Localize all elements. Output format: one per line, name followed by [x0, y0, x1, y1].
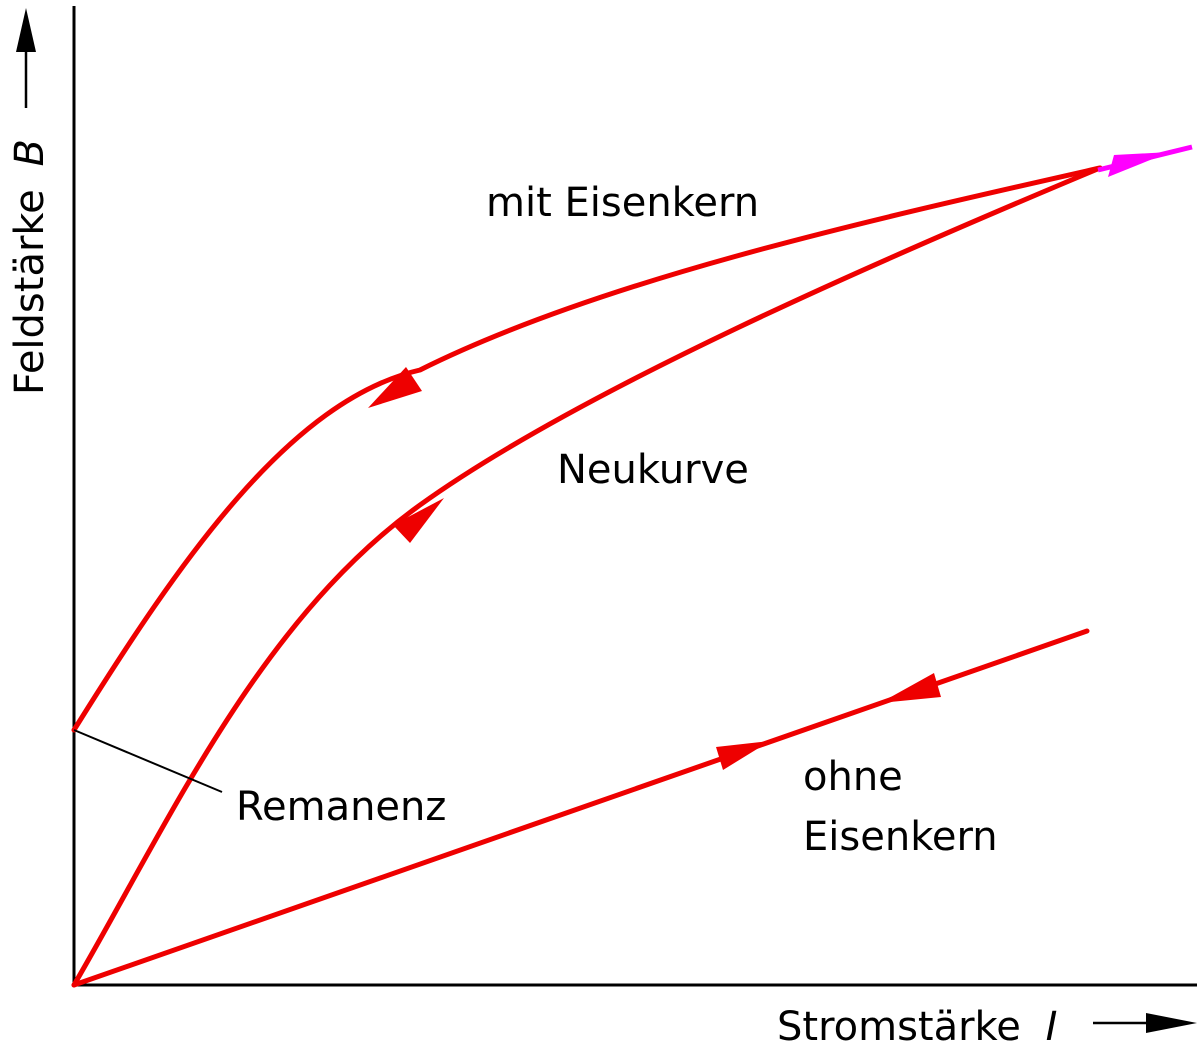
label-virgin-curve: Neukurve — [557, 447, 749, 493]
direction-arrows — [368, 367, 941, 770]
axes — [72, 6, 1197, 987]
magenta-arrowhead — [1108, 152, 1170, 177]
x-axis-variable: I — [1046, 1004, 1058, 1050]
x-axis-arrow-head — [1146, 1013, 1197, 1033]
label-remanence: Remanenz — [236, 784, 446, 830]
curves — [71, 165, 1103, 988]
demagnetization-curve — [71, 165, 1103, 733]
label-without-core-line2: Eisenkern — [803, 814, 998, 860]
label-without-core-line1: ohne — [803, 754, 903, 800]
x-axis-title: Stromstärke — [777, 1004, 1021, 1050]
arrow-line-up — [716, 741, 770, 770]
y-axis-variable: B — [7, 139, 53, 166]
y-axis-title: Feldstärke — [7, 189, 53, 395]
virgin-curve — [71, 165, 1103, 988]
svg-text:Feldstärke B: Feldstärke B — [7, 139, 53, 395]
saturation-extension — [1097, 144, 1193, 177]
y-axis-label: Feldstärke B — [7, 8, 53, 395]
arrow-line-down — [880, 673, 941, 703]
remanence-pointer — [73, 729, 223, 793]
arrow-demag-curve — [368, 367, 422, 408]
label-with-core: mit Eisenkern — [486, 180, 759, 226]
svg-text:Stromstärke I: Stromstärke I — [777, 1004, 1057, 1050]
y-axis-arrow-head — [16, 8, 36, 52]
arrow-virgin-curve — [393, 498, 444, 543]
x-axis-label: Stromstärke I — [777, 1004, 1197, 1050]
